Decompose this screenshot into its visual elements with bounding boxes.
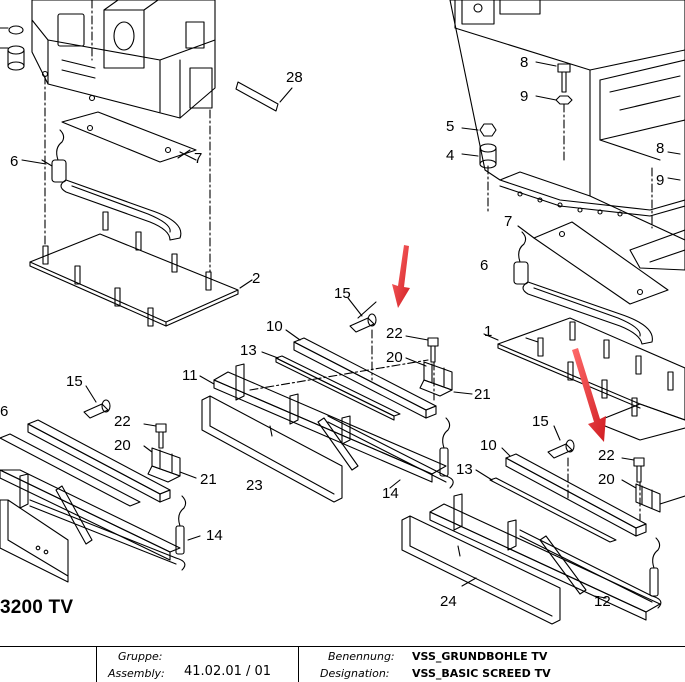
title-block-divider — [96, 647, 97, 682]
callout-20: 20 — [114, 437, 131, 454]
top-left-frame — [31, 0, 216, 119]
designation-value: VSS_BASIC SCREED TV — [412, 667, 551, 680]
callout-10: 10 — [266, 318, 283, 335]
callout-4: 4 — [446, 147, 454, 164]
callout-5: 5 — [446, 118, 454, 135]
callout-24: 24 — [440, 593, 457, 610]
center-alignment-lines — [249, 329, 435, 401]
callout-2: 2 — [252, 270, 260, 287]
callout-8: 8 — [520, 54, 528, 71]
assembly-number: 41.02.01 / 01 — [184, 664, 272, 679]
title-block: Gruppe: Assembly: 41.02.01 / 01 Benennun… — [0, 646, 685, 682]
exploded-parts-diagram: 28 6 7 2 8 9 5 4 8 9 7 6 1 15 10 13 11 2… — [0, 0, 685, 625]
bottom-left-assembly — [0, 399, 201, 583]
top-right-plate — [483, 317, 685, 441]
callout-20: 20 — [598, 471, 615, 488]
callout-28: 28 — [286, 69, 303, 86]
callout-14: 14 — [382, 485, 399, 502]
callout-15: 15 — [334, 285, 351, 302]
callout-8: 8 — [656, 140, 664, 157]
top-left-gasket — [61, 111, 197, 163]
highlight-arrow-center — [392, 245, 410, 308]
part-28-strip — [235, 81, 293, 112]
gruppe-label: Gruppe: — [118, 650, 163, 663]
title-block-divider — [298, 647, 299, 682]
highlight-arrow-right — [572, 348, 606, 442]
callout-1: 1 — [484, 323, 492, 340]
benennung-label: Benennung: — [328, 650, 395, 663]
assembly-label: Assembly: — [108, 667, 165, 680]
callout-21: 21 — [200, 471, 217, 488]
callout-20: 20 — [386, 349, 403, 366]
callout-23: 23 — [246, 477, 263, 494]
bottom-right-assembly — [401, 439, 685, 625]
leader-lines — [21, 151, 637, 489]
callout-15: 15 — [66, 373, 83, 390]
top-left-heater-loop — [41, 129, 182, 241]
top-right-fasteners — [461, 61, 681, 181]
top-left-alignment-lines — [44, 0, 211, 273]
callout-13: 13 — [240, 342, 257, 359]
top-right-heater-loop — [513, 231, 653, 345]
top-right-studs — [537, 321, 674, 417]
callout-12: 12 — [594, 593, 611, 610]
callout-labels: 28 6 7 2 8 9 5 4 8 9 7 6 1 15 10 13 11 2… — [0, 54, 664, 610]
callout-6: 6 — [0, 403, 8, 420]
top-right-frame — [449, 0, 685, 271]
callout-15: 15 — [532, 413, 549, 430]
center-assembly — [199, 301, 473, 503]
callout-6: 6 — [480, 257, 488, 274]
callout-7: 7 — [194, 150, 202, 167]
top-right-alignment-lines — [487, 103, 653, 229]
left-fasteners — [0, 25, 25, 71]
top-right-gasket — [517, 221, 669, 305]
callout-9: 9 — [520, 88, 528, 105]
designation-label: Designation: — [320, 667, 390, 680]
callout-9: 9 — [656, 172, 664, 189]
bottom-right-alignment-lines — [567, 457, 641, 521]
callout-7: 7 — [504, 213, 512, 230]
top-left-plate — [29, 233, 253, 327]
callout-22: 22 — [114, 413, 131, 430]
callout-21: 21 — [474, 386, 491, 403]
top-left-studs — [42, 211, 212, 327]
callout-14: 14 — [206, 527, 223, 544]
callout-11: 11 — [182, 367, 198, 384]
callout-22: 22 — [598, 447, 615, 464]
callout-10: 10 — [480, 437, 497, 454]
benennung-value: VSS_GRUNDBOHLE TV — [412, 650, 548, 663]
callout-22: 22 — [386, 325, 403, 342]
callout-13: 13 — [456, 461, 473, 478]
model-label: 3200 TV — [0, 597, 74, 618]
callout-6: 6 — [10, 153, 18, 170]
